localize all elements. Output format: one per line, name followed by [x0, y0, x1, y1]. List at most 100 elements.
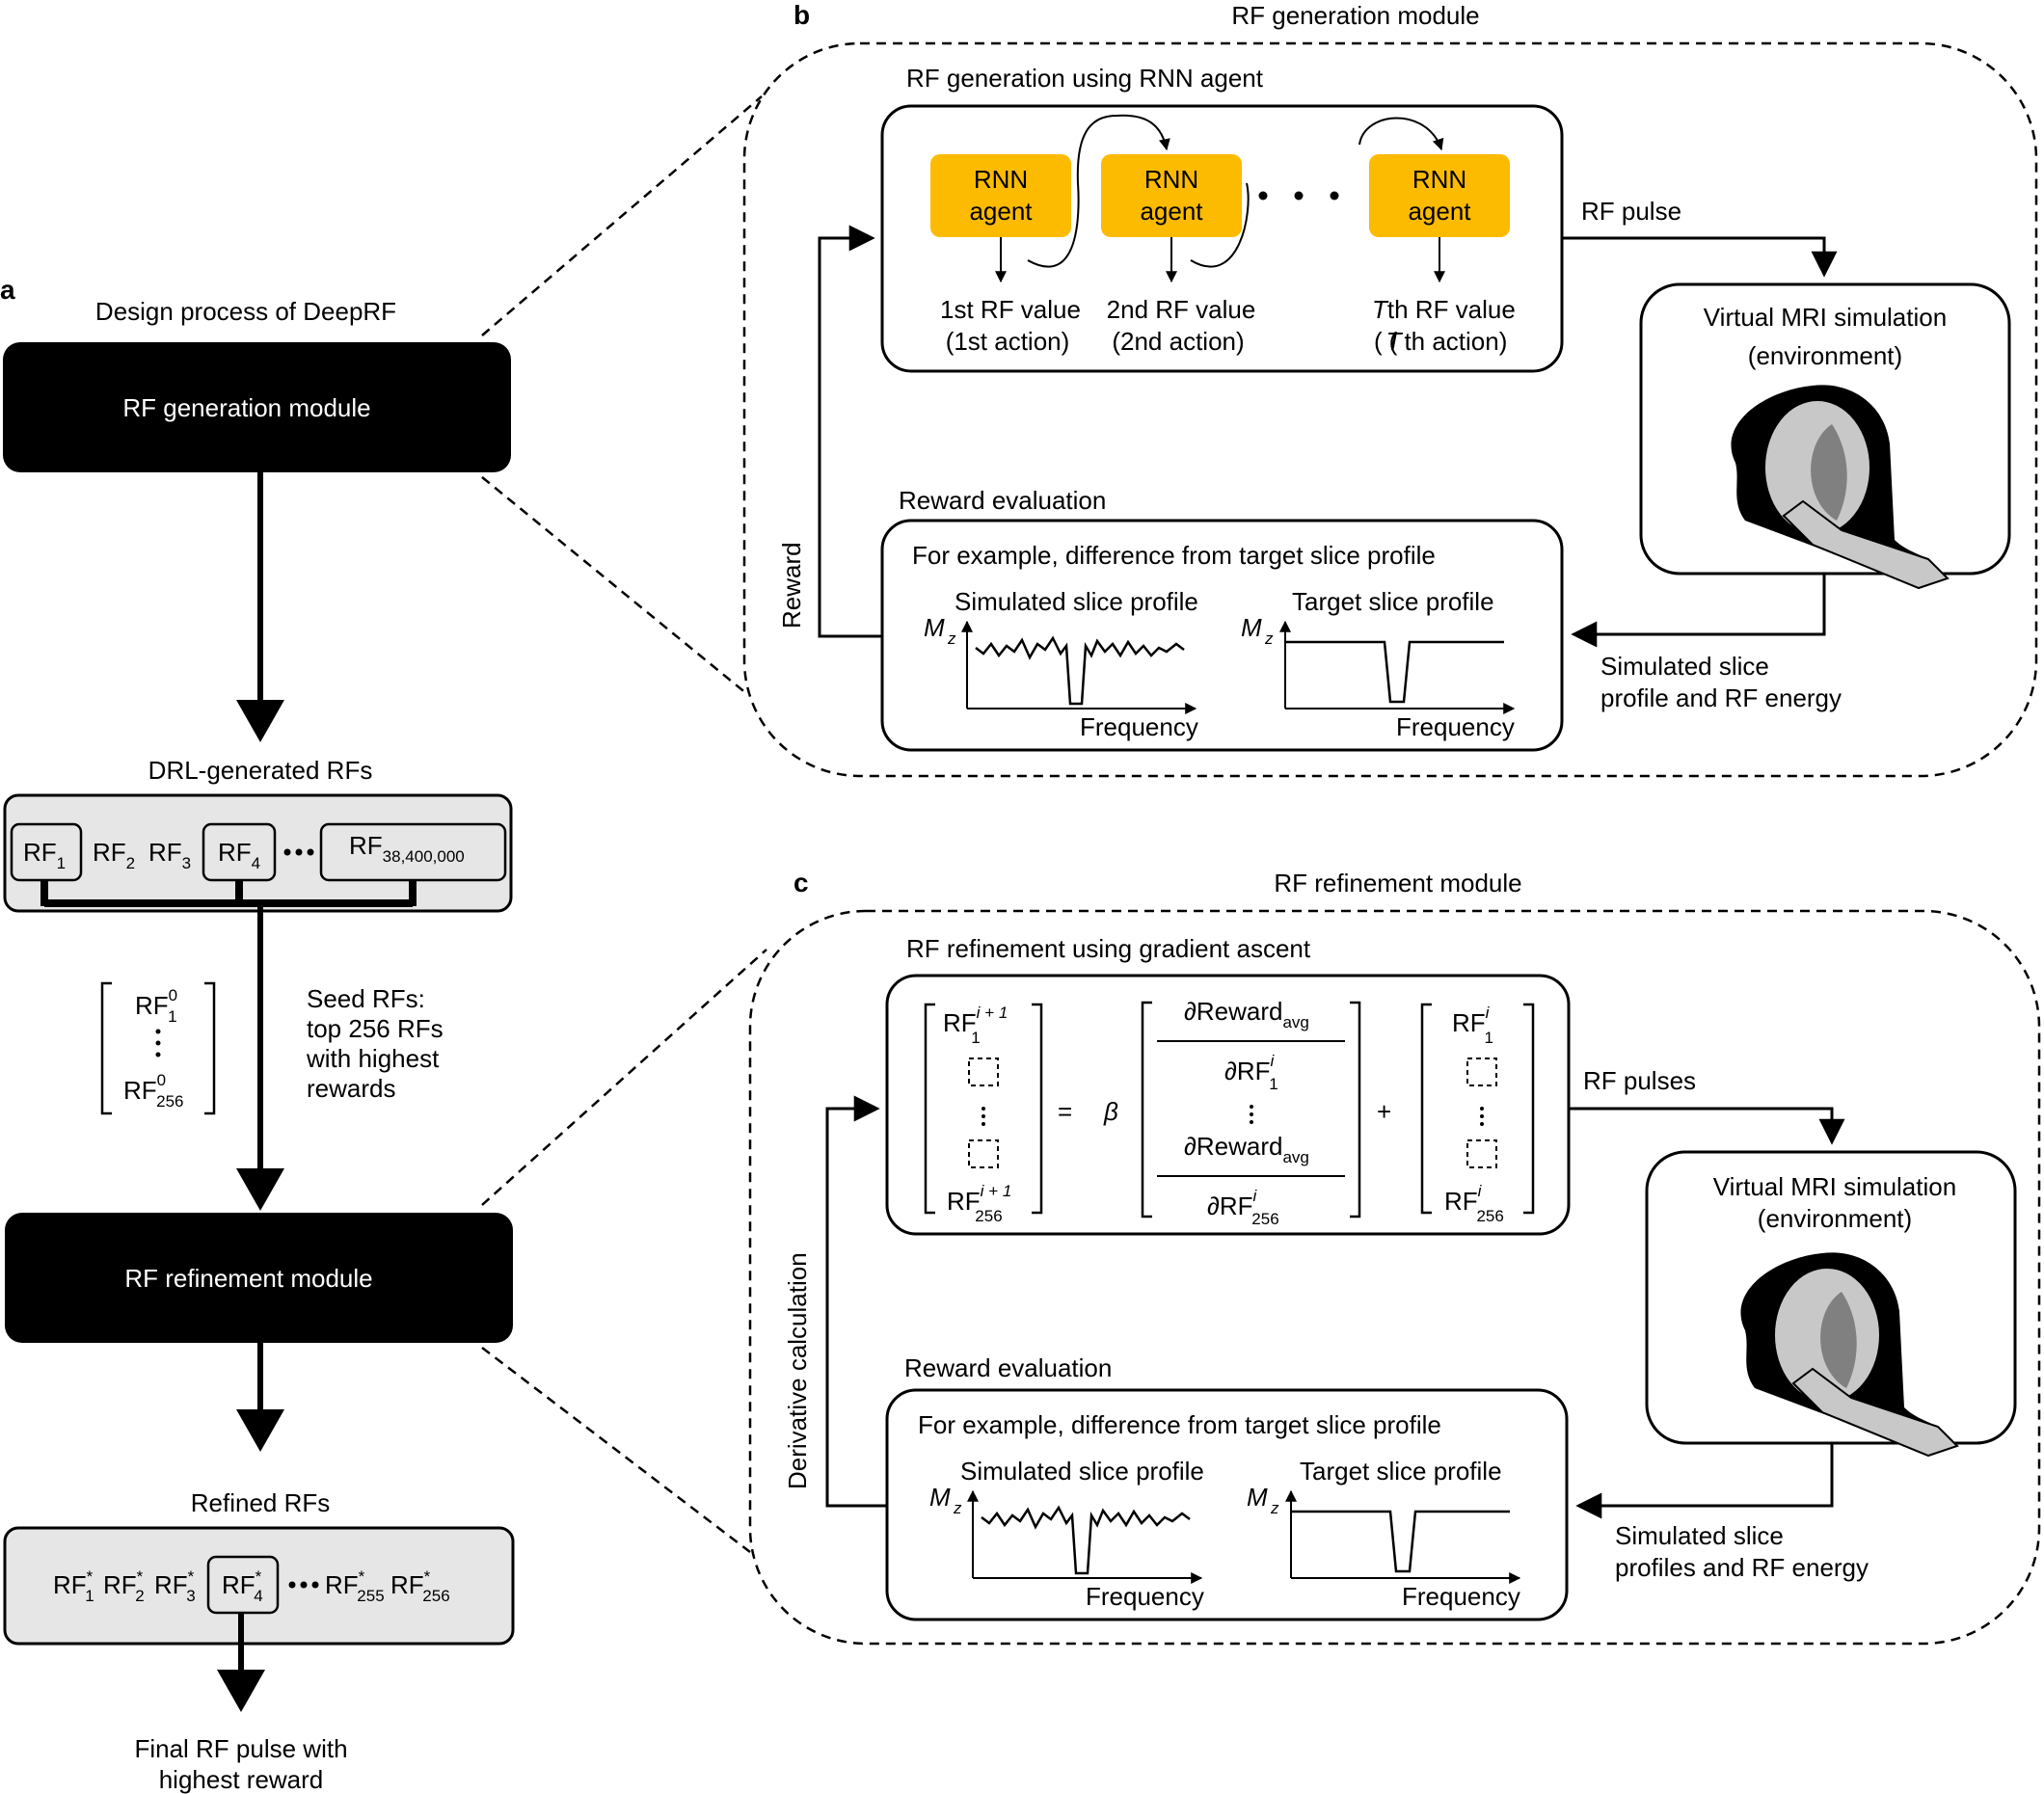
rnn-agent-2[interactable]: RNN agent	[1101, 154, 1242, 237]
svg-text:Reward: Reward	[777, 542, 806, 629]
svg-text:(environment): (environment)	[1758, 1204, 1912, 1233]
drl-title: DRL-generated RFs	[148, 756, 373, 785]
svg-text:Simulated slice profile: Simulated slice profile	[960, 1457, 1204, 1486]
svg-text:∂Rewardavg: ∂Rewardavg	[1184, 997, 1309, 1031]
svg-text:+: +	[1377, 1097, 1391, 1126]
svg-text:z: z	[1270, 1499, 1279, 1517]
svg-text:RFi + 11: RFi + 11	[943, 1004, 1008, 1047]
svg-text:Simulated slice: Simulated slice	[1615, 1521, 1784, 1550]
ellipsis-dot	[288, 1581, 296, 1589]
panel-b: b RF generation module RF generation usi…	[742, 0, 2038, 778]
svg-text:rewards: rewards	[307, 1074, 395, 1103]
svg-text:with highest: with highest	[306, 1044, 440, 1073]
svg-text:Derivative calculation: Derivative calculation	[783, 1252, 812, 1489]
svg-text:β: β	[1103, 1097, 1118, 1126]
gen-module-box[interactable]	[3, 342, 511, 472]
svg-text:(2nd action): (2nd action)	[1112, 327, 1244, 356]
svg-text:RNN: RNN	[1144, 165, 1198, 194]
svg-text:RNN: RNN	[1412, 165, 1466, 194]
svg-text:2nd RF value: 2nd RF value	[1107, 295, 1256, 324]
svg-text:=: =	[1058, 1097, 1072, 1126]
zoom-lines	[481, 95, 767, 1553]
svg-text:agent: agent	[1140, 197, 1203, 226]
panel-b-boundary	[742, 41, 2038, 778]
refined-rf-item: RF*1	[53, 1567, 94, 1605]
svg-text:z: z	[1264, 629, 1274, 648]
svg-text:c: c	[793, 868, 809, 897]
refined-rf-item: RF*3	[154, 1567, 196, 1605]
svg-text:RF38,400,000: RF38,400,000	[349, 831, 465, 866]
rf3-label: RF3	[148, 838, 191, 872]
svg-text:b: b	[793, 0, 810, 30]
svg-text:M: M	[924, 613, 945, 642]
svg-text:profiles and RF energy: profiles and RF energy	[1615, 1553, 1869, 1582]
svg-text:RF refinement module: RF refinement module	[1274, 869, 1521, 897]
ref-module-box[interactable]	[5, 1213, 513, 1343]
gen-module-label: RF generation module	[122, 393, 370, 422]
svg-text:RF refinement using gradient a: RF refinement using gradient ascent	[906, 934, 1311, 963]
refined-rf-item: RF*255	[325, 1567, 385, 1605]
ellipsis-dot	[283, 848, 291, 856]
svg-text:Target slice profile: Target slice profile	[1292, 587, 1494, 616]
panel-c-boundary	[748, 909, 2041, 1646]
svg-text:RF generation module: RF generation module	[1231, 1, 1479, 30]
svg-text:Frequency: Frequency	[1402, 1582, 1520, 1611]
svg-text:M: M	[1247, 1483, 1268, 1512]
svg-text:Final RF pulse with: Final RF pulse with	[134, 1734, 347, 1763]
rf2-label: RF2	[93, 838, 135, 872]
svg-text:z: z	[953, 1499, 962, 1517]
panel-a: a Design process of DeepRF RF generation…	[0, 275, 515, 1794]
svg-text:top 256 RFs: top 256 RFs	[307, 1014, 444, 1043]
svg-text:RF pulses: RF pulses	[1583, 1066, 1696, 1095]
svg-text:M: M	[1241, 613, 1262, 642]
svg-text:Frequency: Frequency	[1080, 712, 1198, 741]
svg-text:RF pulse: RF pulse	[1581, 197, 1681, 226]
svg-text:1st RF value: 1st RF value	[940, 295, 1081, 324]
svg-text:Seed RFs:: Seed RFs:	[307, 984, 425, 1013]
seed-bracket	[40, 880, 417, 907]
seed-vector-brackets	[100, 981, 216, 1115]
svg-text:RF4: RF4	[218, 838, 260, 872]
mri-scanner-icon	[1731, 385, 1950, 590]
svg-text:highest reward: highest reward	[159, 1765, 324, 1794]
svg-text:M: M	[929, 1483, 951, 1512]
rnn-agent-t[interactable]: RNN agent	[1369, 154, 1510, 237]
svg-text:RF generation using RNN agent: RF generation using RNN agent	[906, 64, 1264, 93]
arrow-head	[236, 700, 284, 742]
svg-text:For example, difference from t: For example, difference from target slic…	[918, 1410, 1441, 1439]
svg-text:profile and RF energy: profile and RF energy	[1600, 683, 1842, 712]
svg-text:agent: agent	[1408, 197, 1471, 226]
mri-scanner-icon	[1740, 1252, 1959, 1458]
svg-text:Tth RF value: Tth RF value	[1372, 295, 1516, 324]
svg-text:RF1: RF1	[23, 838, 66, 872]
svg-text:z: z	[947, 629, 956, 648]
rnn-agent-1[interactable]: RNN agent	[930, 154, 1071, 237]
ellipsis-dot	[311, 1581, 319, 1589]
ref-module-label: RF refinement module	[124, 1264, 372, 1293]
svg-text:∂Rewardavg: ∂Rewardavg	[1184, 1132, 1309, 1166]
refined-rf-item: RF*256	[390, 1567, 450, 1605]
svg-text:Simulated slice: Simulated slice	[1600, 652, 1769, 681]
svg-text:agent: agent	[969, 197, 1033, 226]
svg-text:Target slice profile: Target slice profile	[1300, 1457, 1502, 1486]
refined-rf-item[interactable]: RF*4	[222, 1567, 263, 1605]
svg-text:Reward evaluation: Reward evaluation	[899, 486, 1106, 515]
refined-rf-item: RF*2	[103, 1567, 145, 1605]
svg-text:For example, difference from t: For example, difference from target slic…	[912, 541, 1436, 570]
svg-text:(1st action): (1st action)	[946, 327, 1070, 356]
gradient-box	[885, 974, 1571, 1236]
ellipsis-dot	[300, 1581, 308, 1589]
